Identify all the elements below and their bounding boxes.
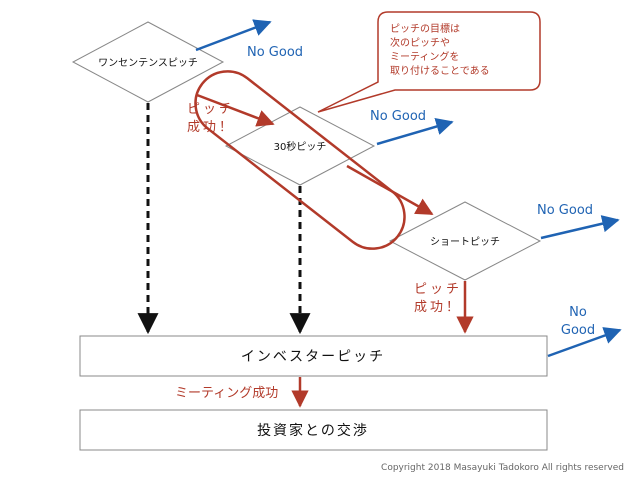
label-thirty-sec: 30秒ピッチ [274, 140, 327, 153]
success-label-2b: 成功！ [414, 300, 462, 315]
nogood-label-3: No Good [537, 203, 593, 218]
label-investor: インベスターピッチ [241, 349, 385, 365]
label-one-sentence: ワンセンテンスピッチ [98, 57, 198, 69]
callout-line-4: 取り付けることである [390, 64, 490, 77]
callout-line-1: ピッチの目標は [390, 22, 460, 35]
nogood-arrow-4 [547, 327, 622, 358]
nogood-arrow-2 [376, 118, 454, 146]
box-negotiation [79, 409, 548, 451]
diamond-short [388, 201, 542, 281]
highlight-stadium [194, 70, 406, 250]
meeting-success-label: ミーティング成功 [175, 386, 278, 401]
nogood-label-1: No Good [247, 45, 303, 60]
success-label-1b: 成功！ [187, 120, 235, 135]
box-investor [79, 335, 548, 377]
label-negotiation: 投資家との交渉 [257, 422, 369, 439]
success-arrow-1 [196, 93, 275, 127]
nogood-label-4a: No [569, 305, 587, 320]
copyright-text: Copyright 2018 Masayuki Tadokoro All rig… [381, 463, 624, 473]
success-label-1a: ピッチ [187, 102, 235, 117]
callout-bubble [317, 11, 541, 113]
callout-line-3: ミーティングを [390, 50, 459, 63]
nogood-label-2: No Good [370, 109, 426, 124]
success-label-2a: ピッチ [414, 282, 462, 297]
nogood-label-4b: Good [561, 323, 595, 338]
nogood-arrow-3 [540, 215, 620, 240]
callout-line-2: 次のピッチや [390, 36, 450, 49]
label-short: ショートピッチ [430, 236, 500, 248]
nogood-arrow-1 [195, 19, 272, 52]
